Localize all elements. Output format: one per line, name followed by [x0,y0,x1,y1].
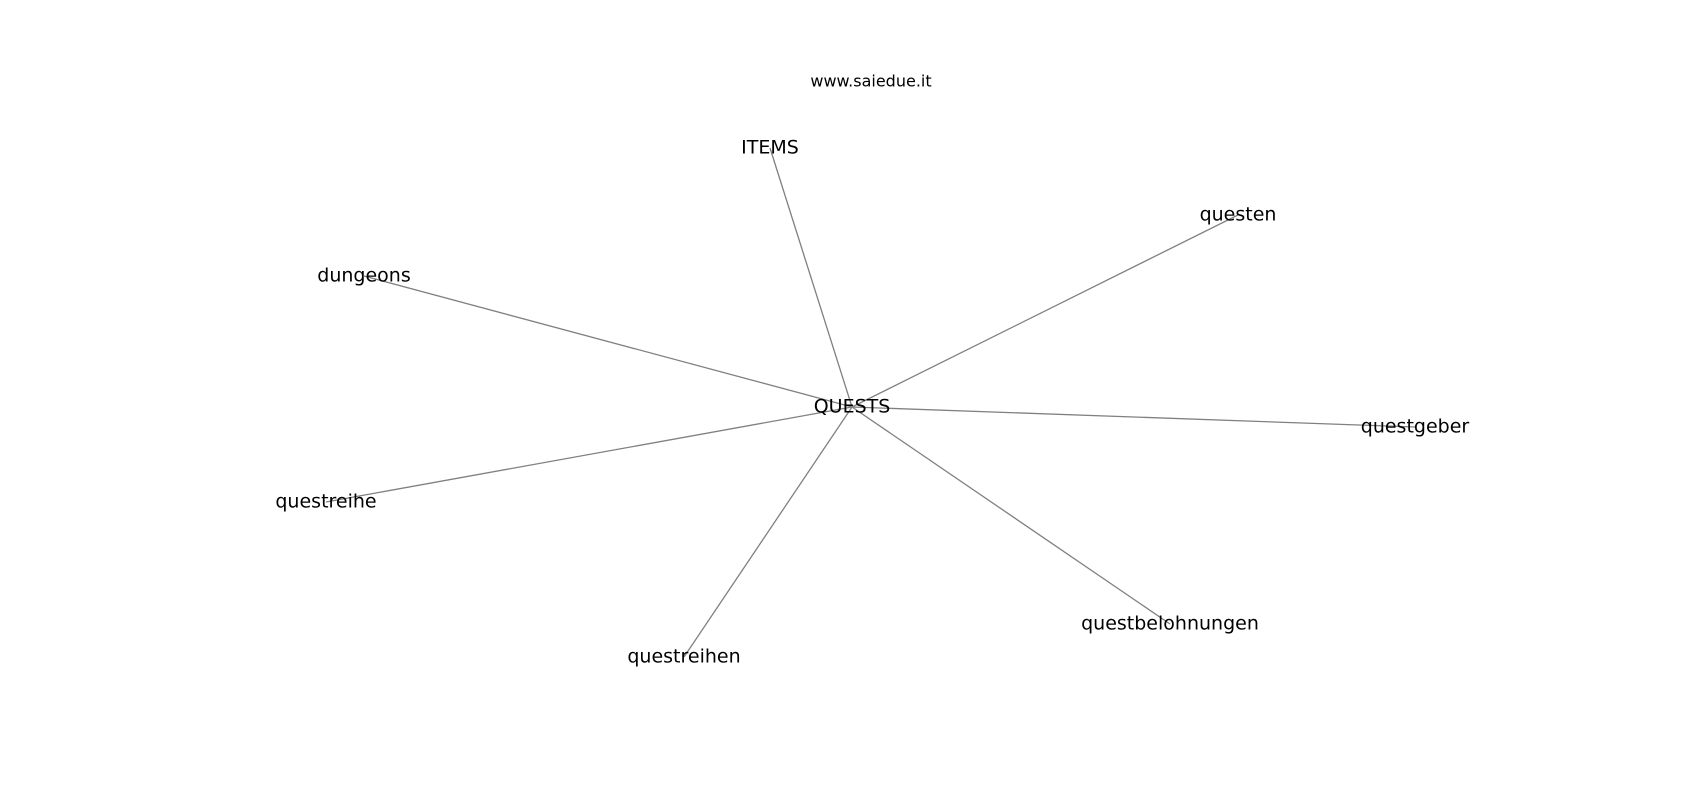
edge-quests-questbelohnungen [851,406,1171,625]
edge-quests-items [769,147,853,408]
node-label-items: ITEMS [741,137,799,159]
node-label-questbelohnungen: questbelohnungen [1081,613,1259,635]
site-url-label: www.saiedue.it [810,72,931,91]
edge-quests-dungeons [363,275,853,408]
node-label-quests: QUESTS [814,396,891,418]
nodes-layer: QUESTS ITEMS questen dungeons questgeber ques… [275,137,1469,668]
edges-layer [325,147,1416,658]
edge-quests-questreihe [325,406,853,503]
node-label-dungeons: dungeons [317,265,410,287]
edge-quests-questen [851,214,1239,408]
node-label-questreihe: questreihe [275,491,376,513]
edge-quests-questgeber [851,406,1416,428]
node-label-questgeber: questgeber [1361,416,1470,438]
node-label-questen: questen [1200,204,1277,226]
node-label-questreihen: questreihen [627,646,740,668]
edge-quests-questreihen [683,406,853,658]
